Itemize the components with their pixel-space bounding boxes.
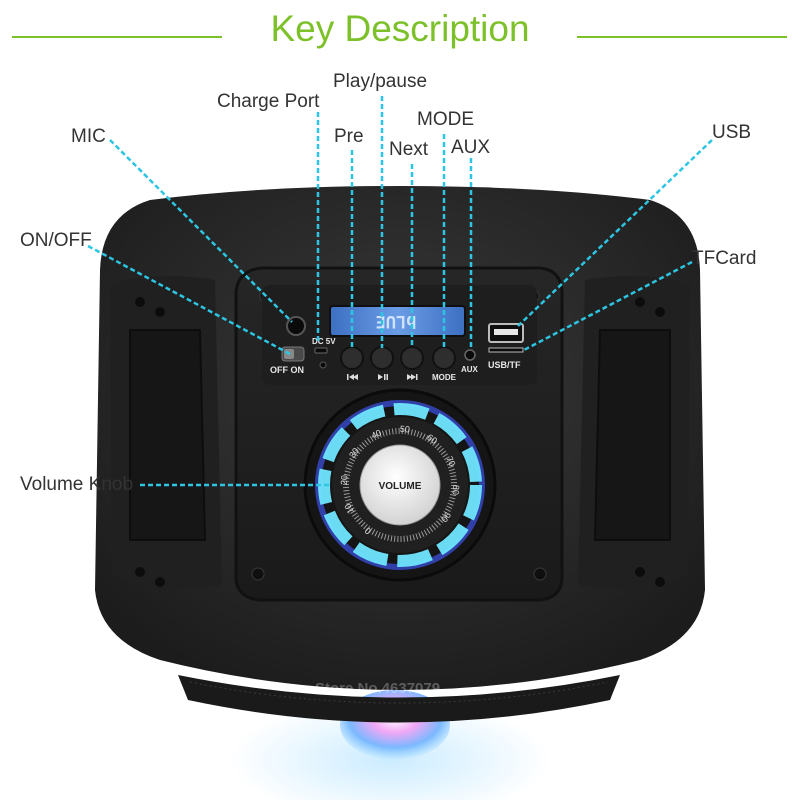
prev-icon (347, 374, 358, 380)
watermark: Store No.4637079 (315, 680, 441, 697)
leader-on-off (87, 244, 291, 356)
label-usb: USB (712, 122, 752, 143)
pre-button (340, 346, 364, 370)
dial-number: 70 (444, 455, 457, 468)
label-pre: Pre (334, 126, 364, 147)
dial-numbers: 0 10 20 30 40 50 60 70 80 90 (339, 424, 461, 537)
leader-usb (517, 139, 713, 327)
label-aux: AUX (451, 137, 491, 158)
play-pause-button (370, 346, 394, 370)
play-pause-icon (378, 374, 388, 380)
dial-number: 0 (363, 525, 373, 536)
mode-button (432, 346, 456, 370)
label-volume-knob: Volume Knob (20, 474, 134, 495)
mode-silk: MODE (432, 373, 457, 382)
lcd-text: bLUE (376, 311, 417, 331)
dial-number: 50 (399, 424, 410, 435)
leader-mic (109, 139, 293, 323)
title-rule-left (12, 36, 222, 38)
dial-number: 30 (347, 446, 361, 460)
switch-silk: OFF ON (270, 365, 304, 375)
dial-number: 10 (343, 502, 356, 515)
next-icon (407, 374, 418, 380)
label-mode: MODE (417, 109, 474, 130)
label-charge-port: Charge Port (217, 91, 320, 112)
dial-number: 40 (370, 428, 383, 441)
dc-silk: DC 5V (312, 337, 336, 346)
charge-port (314, 347, 328, 354)
mic-jack (286, 316, 306, 336)
dial-number: 90 (439, 510, 453, 524)
aux-silk: AUX (461, 365, 479, 374)
usb-tf-silk: USB/TF (488, 360, 521, 370)
lcd-display (329, 305, 466, 337)
title-rule-right (577, 36, 787, 38)
page-title: Key Description (270, 8, 530, 49)
label-next: Next (389, 139, 429, 160)
dial-number: 20 (339, 475, 350, 486)
dial-number: 80 (450, 484, 461, 495)
dial-number: 60 (425, 432, 439, 446)
aux-jack (464, 349, 476, 361)
volume-knob (359, 444, 441, 526)
next-button (400, 346, 424, 370)
tf-slot (488, 347, 524, 353)
label-mic: MIC (71, 126, 106, 147)
knob-label: VOLUME (379, 481, 422, 492)
label-tfcard: TFCard (692, 248, 757, 269)
label-play-pause: Play/pause (333, 71, 428, 92)
label-on-off: ON/OFF (20, 230, 92, 251)
